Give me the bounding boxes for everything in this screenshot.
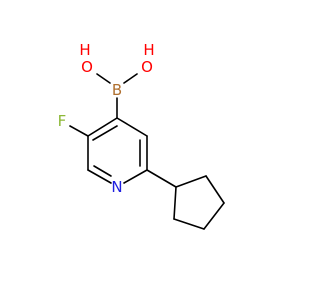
bond-b-o-right [123,73,138,84]
structure-diagram: H O H O B F N [58,41,225,230]
bond-c4-c5 [87,117,118,137]
bond-cp1-cp2 [175,175,207,188]
bond-c2-cyclopentyl [146,169,177,188]
atom-h-left: H [79,41,90,59]
atom-boron: B [112,81,122,99]
bond-b-o-left [96,73,111,84]
bond-c4-c5-double [92,125,118,141]
bond-c6-n [87,169,112,184]
bond-c5-f [69,125,89,137]
atom-h-right: H [143,41,154,59]
molecule-drawing: H O H O B F N [58,41,225,230]
bond-cp4-cp5 [173,218,205,230]
bond-c3-c4 [116,117,148,137]
bond-cp2-cp3 [205,175,225,204]
atom-o-left: O [81,58,93,76]
atom-fluorine: F [58,112,67,130]
bond-c6-n-double [93,165,112,177]
bond-cp5-cp1 [173,186,177,220]
atom-nitrogen: N [111,178,122,196]
atom-o-right: O [141,58,153,76]
bond-cp3-cp4 [203,202,225,230]
bond-n-c2 [123,169,148,184]
